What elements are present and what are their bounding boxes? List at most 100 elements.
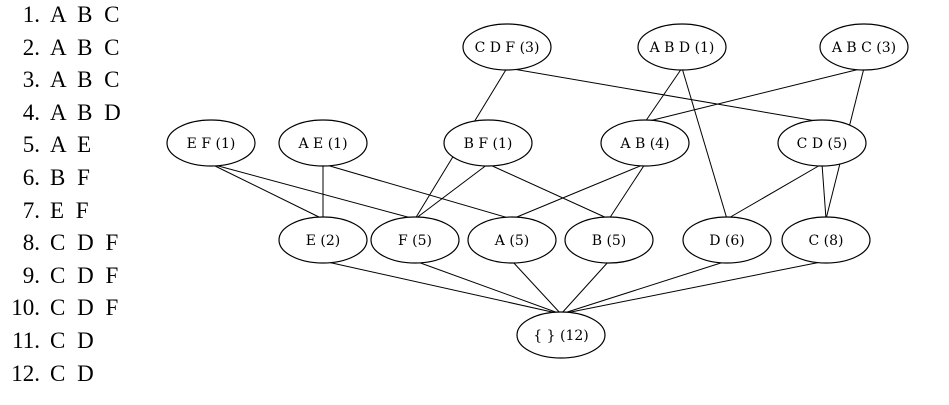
- transaction-row: 10. C D F: [0, 293, 118, 323]
- transaction-row: 12. C D: [0, 359, 94, 389]
- lattice-edge: [511, 163, 646, 220]
- lattice-node-ellipse: [370, 216, 460, 264]
- lattice-node: A B C (3): [819, 23, 909, 71]
- transaction-number: 3.: [22, 67, 40, 93]
- transaction-number: 4.: [22, 99, 40, 125]
- lattice-edge: [726, 163, 823, 220]
- lattice-node-label: A B (4): [619, 136, 669, 152]
- lattice-node-ellipse: [467, 216, 557, 264]
- transaction-number: 9.: [22, 262, 40, 288]
- transaction-row: 3. A B C: [0, 65, 120, 95]
- lattice-node-ellipse: [166, 119, 256, 167]
- lattice-node-label: C D (5): [797, 136, 848, 152]
- lattice-node: E (2): [278, 216, 368, 264]
- lattice-node: A (5): [467, 216, 557, 264]
- lattice-node-label: B (5): [592, 233, 627, 249]
- transaction-number: 8.: [22, 230, 40, 256]
- lattice-node-label: A (5): [494, 233, 529, 249]
- transaction-number: 10.: [11, 295, 40, 321]
- lattice-edge: [644, 67, 865, 123]
- lattice-edge: [210, 163, 416, 220]
- lattice-node-ellipse: [819, 23, 909, 71]
- lattice-edges: [210, 67, 865, 315]
- transaction-row: 9. C D F: [0, 261, 119, 291]
- transaction-list: 1. A B C 2. A B C 3. A B C 4. A B D 5. A E 6. B F 7.…: [0, 0, 150, 405]
- transaction-number: 5.: [22, 132, 40, 158]
- transaction-items: A B C: [50, 67, 120, 93]
- transaction-items: A B D: [50, 99, 121, 125]
- lattice-node: F (5): [370, 216, 460, 264]
- lattice-edge: [560, 260, 728, 315]
- lattice-edge: [511, 260, 562, 315]
- transaction-row: 5. A E: [0, 130, 91, 160]
- lattice-nodes: C D F (3) A B D (1) A B C (3) E F (1) A E (1…: [166, 23, 909, 359]
- lattice-node-ellipse: [781, 216, 871, 264]
- transaction-items: A B C: [50, 2, 120, 27]
- lattice-node-ellipse: [462, 23, 552, 71]
- transaction-number: 1.: [22, 2, 40, 27]
- transaction-items: C D F: [50, 295, 119, 321]
- lattice-edge: [210, 163, 324, 220]
- lattice-node-ellipse: [443, 119, 533, 167]
- lattice-node-ellipse: [600, 119, 690, 167]
- lattice-edge: [821, 163, 827, 220]
- lattice-node-ellipse: [682, 216, 772, 264]
- transaction-items: A B C: [50, 34, 120, 60]
- lattice-edge: [560, 260, 610, 315]
- transaction-items: C D F: [50, 262, 119, 288]
- transaction-items: B F: [50, 165, 90, 190]
- lattice-edge: [681, 67, 728, 220]
- transaction-number: 6.: [22, 165, 40, 190]
- lattice-node: D (6): [682, 216, 772, 264]
- transaction-number: 12.: [11, 360, 40, 386]
- lattice-edge: [414, 260, 562, 315]
- lattice-node-label: C D F (3): [475, 40, 540, 56]
- lattice-node-label: C (8): [809, 233, 844, 249]
- transaction-number: 11.: [12, 328, 40, 353]
- lattice-edge: [560, 260, 827, 315]
- transaction-row: 2. A B C: [0, 33, 120, 63]
- lattice-node-ellipse: [637, 23, 727, 71]
- lattice-edge: [506, 67, 823, 123]
- lattice-edge: [608, 163, 646, 220]
- lattice-edge: [322, 163, 513, 220]
- transaction-number: 7.: [22, 197, 40, 223]
- transaction-row: 1. A B C: [0, 0, 120, 30]
- lattice-edge: [487, 163, 610, 220]
- lattice-node-label: A B D (1): [649, 40, 715, 56]
- lattice-node: E F (1): [166, 119, 256, 167]
- lattice-node: A E (1): [278, 119, 368, 167]
- lattice-node-label: F (5): [398, 233, 432, 249]
- lattice-node-label: B F (1): [464, 136, 513, 152]
- transaction-row: 6. B F: [0, 163, 90, 193]
- lattice-node-label: A E (1): [297, 136, 347, 152]
- transaction-number: 2.: [22, 34, 40, 60]
- lattice-node-label: E (2): [306, 233, 341, 249]
- lattice-node-ellipse: [278, 216, 368, 264]
- lattice-node: A B (4): [600, 119, 690, 167]
- lattice-node: C D F (3): [462, 23, 552, 71]
- transaction-row: 11. C D: [0, 326, 94, 356]
- transaction-items: E F: [50, 197, 89, 223]
- lattice-node-ellipse: [278, 119, 368, 167]
- lattice-edge: [644, 67, 683, 123]
- lattice-node-label: A B C (3): [831, 40, 896, 56]
- lattice-node-label: E F (1): [187, 136, 236, 152]
- transaction-items: A E: [50, 132, 92, 158]
- lattice-node-label: { } (12): [533, 328, 588, 344]
- transaction-items: C D: [50, 328, 94, 353]
- lattice-node: { } (12): [516, 311, 606, 359]
- lattice-node-ellipse: [564, 216, 654, 264]
- lattice-node: B F (1): [443, 119, 533, 167]
- transaction-items: C D: [50, 360, 94, 386]
- transaction-row: 7. E F: [0, 196, 89, 226]
- lattice-node: C (8): [781, 216, 871, 264]
- lattice-node: B (5): [564, 216, 654, 264]
- transaction-row: 4. A B D: [0, 98, 121, 128]
- lattice-node: C D (5): [777, 119, 867, 167]
- lattice-node-ellipse: [516, 311, 606, 359]
- lattice-edge: [322, 260, 562, 315]
- transaction-items: C D F: [50, 230, 119, 256]
- lattice-node-label: D (6): [709, 233, 745, 249]
